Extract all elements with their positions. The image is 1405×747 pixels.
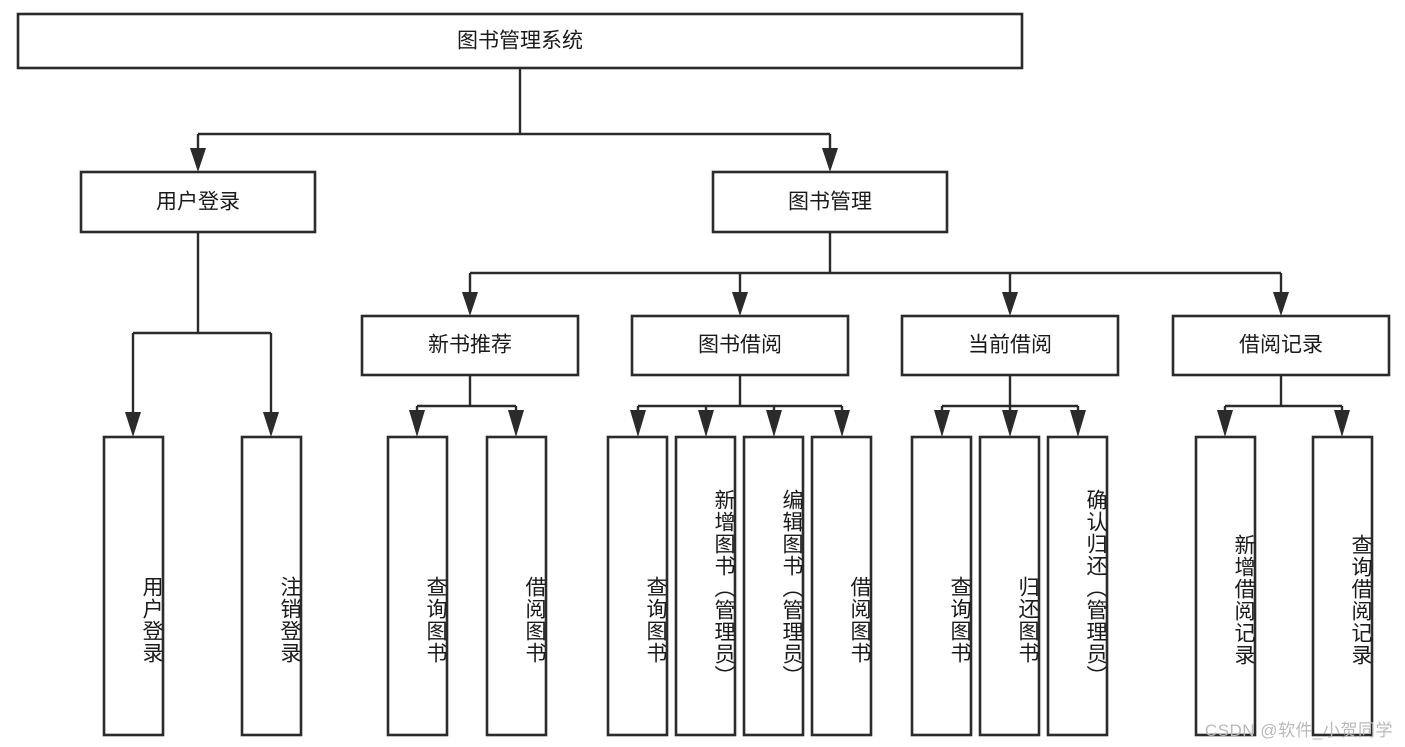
node-current-borrow-box[interactable]	[900, 314, 1120, 377]
node-leaf-edit-book-box[interactable]	[742, 435, 805, 737]
node-leaf-borrow-book-1-box[interactable]	[485, 435, 548, 737]
node-book-borrow-box[interactable]	[630, 314, 850, 377]
node-book-borrow[interactable]: 图书借阅	[630, 314, 850, 377]
arrow-head-leaf-query-book-2	[630, 410, 646, 437]
node-user-login-box[interactable]	[79, 170, 317, 234]
node-borrow-record-box[interactable]	[1171, 314, 1391, 377]
arrow-head-leaf-add-record	[1217, 410, 1233, 437]
node-leaf-query-book-1-box[interactable]	[386, 435, 449, 737]
node-book-manage[interactable]: 图书管理	[711, 170, 949, 234]
node-current-borrow-label: 当前借阅	[968, 334, 1052, 357]
arrow-head-leaf-query-record	[1334, 410, 1350, 437]
node-user-login[interactable]: 用户登录	[79, 170, 317, 234]
node-leaf-user-logout-box[interactable]	[240, 435, 303, 737]
connector-newbook-to-leaves	[409, 375, 524, 437]
node-root-box[interactable]	[16, 12, 1024, 70]
node-leaf-add-record-box[interactable]	[1194, 435, 1257, 737]
node-borrow-record[interactable]: 借阅记录	[1171, 314, 1391, 377]
node-new-book-recommend-label: 新书推荐	[428, 334, 512, 357]
arrow-head-book-manage	[822, 148, 838, 172]
connector-borrowrecord-to-leaves	[1217, 375, 1350, 437]
arrow-head-leaf-borrow-book-1	[508, 410, 524, 437]
arrow-head-leaf-return-book	[1002, 410, 1018, 437]
arrow-head-leaf-query-book-1	[409, 410, 425, 437]
node-leaf-query-book-2-box[interactable]	[606, 435, 669, 737]
node-leaf-query-book-3-box[interactable]	[910, 435, 973, 737]
arrow-head-current-borrow	[1002, 292, 1018, 316]
arrow-head-leaf-user-logout	[263, 412, 279, 437]
node-root[interactable]: 图书管理系统	[16, 12, 1024, 70]
node-borrow-record-label: 借阅记录	[1239, 334, 1323, 357]
arrow-head-leaf-confirm-return	[1070, 410, 1086, 437]
node-book-manage-label: 图书管理	[788, 191, 872, 214]
watermark-text: CSDN @软件_小贺同学	[1204, 721, 1393, 740]
arrow-head-leaf-user-login	[125, 412, 141, 437]
arrow-head-user-login	[190, 148, 206, 172]
node-user-login-label: 用户登录	[156, 191, 240, 214]
node-leaf-confirm-return-box[interactable]	[1046, 435, 1109, 737]
arrow-head-leaf-add-book	[698, 410, 714, 437]
node-current-borrow[interactable]: 当前借阅	[900, 314, 1120, 377]
arrow-head-leaf-query-book-3	[934, 410, 950, 437]
connector-bookmanage-to-level3	[462, 232, 1289, 316]
arrow-head-new-book-recommend	[462, 292, 478, 316]
arrow-head-borrow-record	[1273, 292, 1289, 316]
node-new-book-recommend-box[interactable]	[360, 314, 580, 377]
node-book-manage-box[interactable]	[711, 170, 949, 234]
node-new-book-recommend[interactable]: 新书推荐	[360, 314, 580, 377]
connector-root-to-level2	[190, 68, 838, 172]
connector-userlogin-to-leaves	[125, 232, 279, 437]
arrow-head-leaf-borrow-book-2	[834, 410, 850, 437]
connector-bookborrow-to-leaves	[630, 375, 850, 437]
node-leaf-query-record-box[interactable]	[1311, 435, 1374, 737]
node-book-borrow-label: 图书借阅	[698, 334, 782, 357]
arrow-head-leaf-edit-book	[766, 410, 782, 437]
arrow-head-book-borrow	[732, 292, 748, 316]
node-leaf-add-book-box[interactable]	[674, 435, 737, 737]
connector-currentborrow-to-leaves	[934, 375, 1086, 437]
node-leaf-user-login-box[interactable]	[102, 435, 165, 737]
node-root-label: 图书管理系统	[457, 30, 583, 53]
node-leaf-borrow-book-2-box[interactable]	[810, 435, 873, 737]
node-leaf-return-book-box[interactable]	[978, 435, 1041, 737]
